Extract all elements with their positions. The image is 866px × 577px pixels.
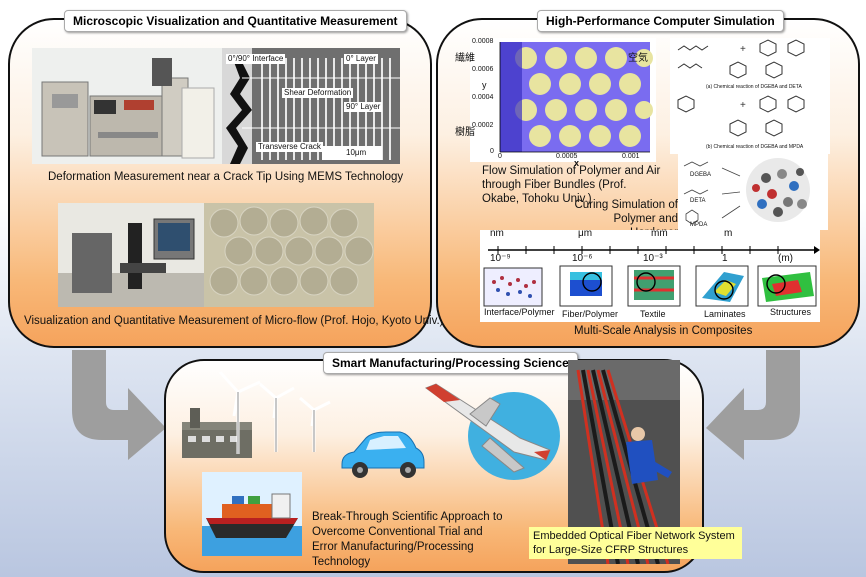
right-flow-arrow [706,350,800,460]
flow-simulation-plot [470,38,656,162]
scale-exp-m: (m) [778,253,793,264]
svg-text:+: + [740,44,746,55]
plot-label-fiber: 繊維 [455,53,475,64]
scale-exp-1: 1 [722,253,728,264]
smart-caption: Break-Through Scientific Approach to Ove… [312,511,503,568]
scale-unit-nm: nm [490,228,504,239]
micrograph-label-interface: 0°/90° Interface [226,54,286,64]
chem-label-dgeba: DGEBA [690,172,712,178]
svg-text:+: + [740,100,746,111]
optical-fiber-caption: Embedded Optical Fiber Network System fo… [529,527,742,559]
micrograph-scale-bar: 10μm [346,148,367,157]
scale-label-structures: Structures [770,307,812,317]
molecular-model [678,154,828,230]
plot-label-resin: 樹脂 [455,127,475,138]
airplane-illustration [424,383,560,480]
scale-label-interface: Interface/Polymer [484,307,555,317]
scale-exp-1e-3: 10⁻³ [643,253,663,264]
plot-ytick-0002: 0.0002 [472,122,494,129]
plot-xtick-0: 0 [498,153,502,160]
left-flow-arrow [72,350,166,460]
smart-panel-title: Smart Manufacturing/Processing Science [323,352,578,374]
multiscale-caption: Multi-Scale Analysis in Composites [574,325,753,337]
sem-machine-photo [32,48,222,164]
flow-sim-caption: Flow Simulation of Polymer and Air throu… [482,165,661,205]
scale-unit-um: μm [578,228,593,239]
micro-panel-title: Microscopic Visualization and Quantitati… [64,10,407,32]
chemical-reaction-diagram: + + [670,38,830,154]
chem-caption-a: (a) Chemical reaction of DGEBA and DETA [706,84,802,90]
chem-caption-b: (b) Chemical reaction of DGEBA and MPDA [706,144,804,150]
plot-ytick-0: 0 [490,148,494,155]
plot-xtick-0001: 0.001 [622,153,640,160]
microscope-photo [58,203,204,307]
plot-y-axis-label: y [482,80,487,90]
chem-label-mpda: MPDA [690,222,708,228]
multiscale-strip [480,230,820,322]
ship-illustration [202,472,302,556]
micrograph-label-shear: Shear Deformation [282,88,354,98]
scale-unit-mm: mm [651,228,668,239]
scale-label-fiber: Fiber/Polymer [562,309,619,319]
micrograph-label-0-layer: 0° Layer [344,54,378,64]
scale-exp-1e-9: 10⁻⁹ [490,253,511,264]
plot-ytick-0006: 0.0006 [472,66,494,73]
chem-label-deta: DETA [690,198,706,204]
microflow-image [204,203,374,307]
plot-ytick-0008: 0.0008 [472,38,494,45]
scale-exp-1e-6: 10⁻⁶ [572,253,593,264]
hpc-panel-title: High-Performance Computer Simulation [537,10,784,32]
scale-unit-m: m [724,228,733,239]
micro-caption-1: Deformation Measurement near a Crack Tip… [48,171,404,183]
plot-ytick-0004: 0.0004 [472,94,494,101]
micro-caption-2: Visualization and Quantitative Measureme… [24,315,444,327]
plot-label-air: 空気 [628,53,648,64]
micrograph-label-90-layer: 90° Layer [344,102,383,112]
wind-turbine-illustration [182,370,331,458]
micrograph-label-crack: Transverse Crack [256,142,323,152]
scale-label-textile: Textile [640,309,666,319]
scale-label-laminates: Laminates [704,309,746,319]
car-illustration [341,431,425,478]
plot-x-axis-label: x [574,158,580,168]
plot-xtick-0005: 0.0005 [556,153,578,160]
